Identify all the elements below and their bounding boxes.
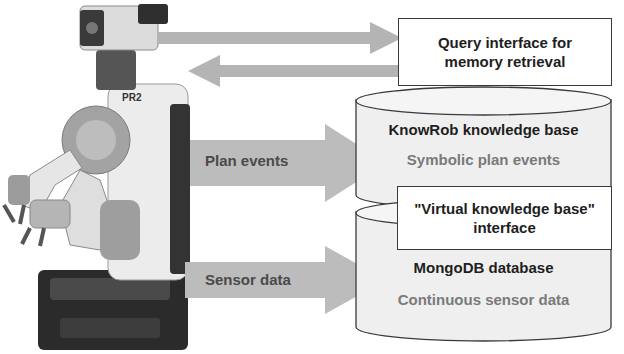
pr2-robot	[4, 4, 190, 350]
interface-box: "Virtual knowledge base" interface	[397, 186, 612, 250]
arrow-label: Sensor data	[205, 271, 291, 288]
node-subtitle: Continuous sensor data	[361, 290, 606, 310]
interface-box: Query interface for memory retrieval	[398, 18, 612, 86]
query-arrow	[158, 22, 402, 54]
robot-label: PR2	[122, 92, 141, 103]
node-title: Query interface for memory retrieval	[411, 33, 599, 72]
node-title: KnowRob knowledge base	[361, 120, 606, 140]
arrow-label: Plan events	[205, 152, 288, 169]
node-subtitle: Symbolic plan events	[361, 150, 606, 170]
node-title: "Virtual knowledge base" interface	[410, 199, 599, 238]
node-title: MongoDB database	[361, 258, 606, 278]
retrieval-arrow	[188, 55, 400, 87]
